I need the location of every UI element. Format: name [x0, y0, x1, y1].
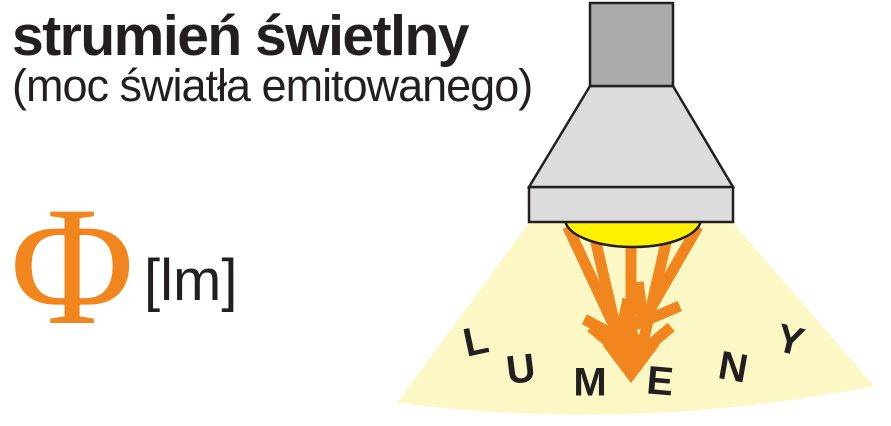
light-ray-arrow [632, 223, 703, 330]
page-subtitle: (moc światła emitowanego) [12, 60, 533, 111]
lamp-shade [526, 84, 736, 189]
lamp-neck [588, 1, 675, 88]
beam-letter: U [503, 345, 538, 394]
beam-letter: M [573, 360, 607, 405]
phi-symbol: Φ [10, 172, 135, 360]
lamp-base [527, 185, 735, 224]
beam-letter: E [644, 358, 676, 405]
page-title: strumień świetlny [12, 4, 469, 68]
lumen-unit-label: [lm] [144, 248, 238, 313]
